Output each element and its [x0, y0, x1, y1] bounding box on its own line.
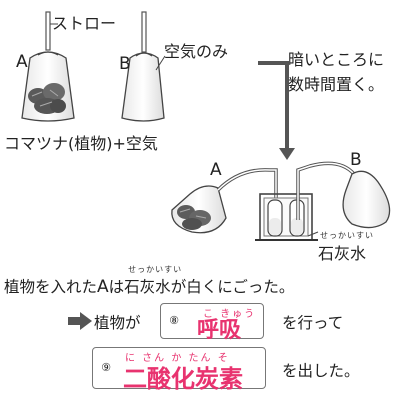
conclusion-limewater-wrap: せっかいすい石灰水 — [124, 265, 181, 297]
limewater-ruby: せっかいすい — [320, 231, 374, 240]
experiment-diagram — [21, 11, 391, 241]
answer-9-box: ⑨ に さん か たん そ 二酸化炭素 — [92, 347, 266, 393]
bag-b-bottom-label: B — [350, 150, 362, 170]
straw-label: ストロー — [52, 14, 117, 33]
instruction-line2: 数時間置く。 — [288, 75, 385, 94]
answer-8-ruby: こ きゅう — [203, 309, 257, 320]
conclusion-sentence: 植物を入れたAはせっかいすい石灰水が白くにごった。 — [4, 265, 295, 297]
answer-9-ruby: に さん か たん そ — [125, 353, 230, 364]
conclusion-suffix: が白くにごった。 — [170, 278, 295, 296]
conclusion-a: A — [97, 277, 109, 297]
bag-b-top-label: B — [119, 54, 131, 74]
answer-9-text: 二酸化炭素 — [123, 365, 243, 393]
bag-b-bottom — [342, 170, 391, 229]
bag-a-bottom — [171, 185, 227, 234]
air-only-label: 空気のみ — [164, 42, 229, 61]
air-pointer — [155, 55, 166, 71]
plant-icon — [28, 83, 66, 114]
limewater-pointer — [307, 231, 319, 237]
answer-8-number: ⑧ — [169, 314, 179, 327]
plant-icon-2 — [177, 205, 211, 230]
conclusion-prefix: 植物を入れた — [4, 278, 98, 296]
conclusion-ha: は — [108, 278, 125, 296]
line2-suffix: を行って — [282, 314, 344, 332]
answer-9-number: ⑨ — [101, 361, 111, 374]
down-arrow-icon — [258, 61, 289, 150]
right-arrow-icon — [68, 312, 92, 330]
conclusion-limewater-ruby: せっかいすい — [128, 265, 183, 274]
bag-a-top — [21, 11, 75, 122]
bag-a-top-label: A — [16, 52, 28, 72]
komatsuna-label: コマツナ(植物)+空気 — [4, 134, 158, 153]
answer-8-box: ⑧ こ きゅう 呼吸 — [160, 303, 264, 343]
line2-prefix: 植物が — [94, 314, 141, 332]
answer-8-text: 呼吸 — [197, 318, 242, 343]
instruction-line1: 暗いところに — [288, 50, 385, 69]
line3-suffix: を出した。 — [282, 362, 360, 380]
conclusion-limewater: 石灰水 — [124, 278, 171, 296]
limewater-stand — [255, 193, 318, 241]
bag-a-bottom-label: A — [210, 160, 222, 180]
bag-b-top — [121, 11, 165, 122]
limewater-label: 石灰水 — [318, 244, 367, 263]
